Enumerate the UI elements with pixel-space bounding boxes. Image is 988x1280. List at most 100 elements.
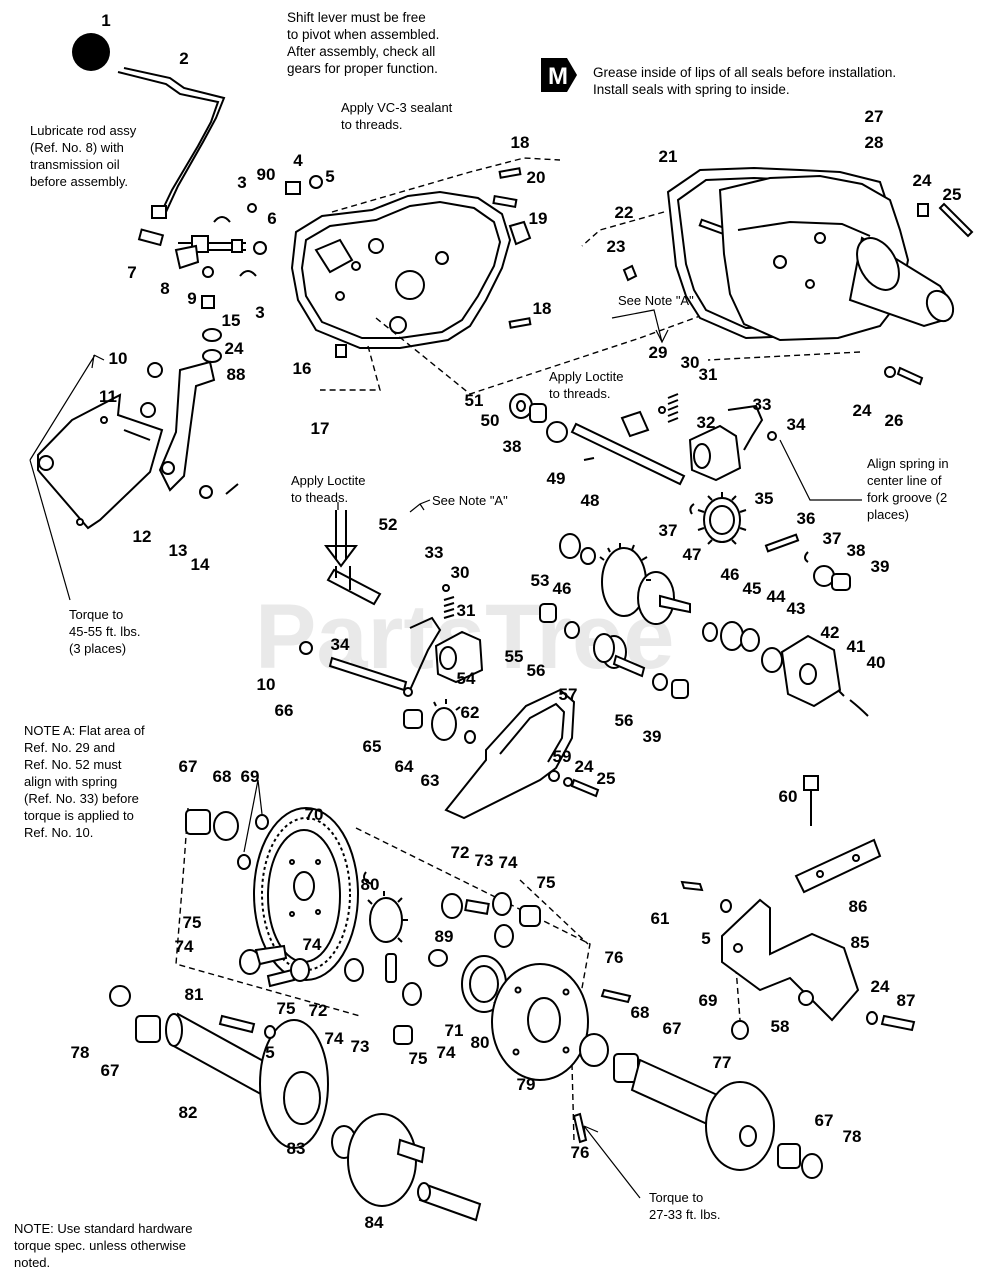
callout-16: 16: [293, 359, 312, 378]
callout-33: 33: [753, 395, 772, 414]
callout-24: 24: [871, 977, 890, 996]
linkage-rod-assembly: [137, 228, 246, 270]
callout-36: 36: [797, 509, 816, 528]
callout-29: 29: [649, 343, 668, 362]
differential-cover-79: [491, 963, 632, 1144]
callout-9: 9: [187, 289, 196, 308]
shaft-52: [324, 510, 382, 606]
callout-87: 87: [897, 991, 916, 1010]
callout-41: 41: [847, 637, 866, 656]
callout-74: 74: [325, 1029, 344, 1048]
shift-fork-32: [688, 424, 742, 482]
callout-24: 24: [225, 339, 244, 358]
callout-46: 46: [721, 565, 740, 584]
callout-51: 51: [465, 391, 484, 410]
torque-note-leader-45: [29, 354, 105, 601]
callout-82: 82: [179, 1103, 198, 1122]
callout-68: 68: [631, 1003, 650, 1022]
callout-32: 32: [697, 413, 716, 432]
callout-78: 78: [71, 1043, 90, 1062]
callout-15: 15: [222, 311, 241, 330]
callout-74: 74: [175, 937, 194, 956]
callout-43: 43: [787, 599, 806, 618]
callout-86: 86: [849, 897, 868, 916]
callout-37: 37: [823, 529, 842, 548]
callout-37: 37: [659, 521, 678, 540]
callout-45: 45: [743, 579, 762, 598]
callout-89: 89: [435, 927, 454, 946]
case-pins-and-plugs: [335, 167, 532, 358]
callout-18: 18: [511, 133, 530, 152]
bracket-plate: [37, 393, 164, 530]
callout-73: 73: [351, 1037, 370, 1056]
torque-27-33-note: Torque to 27-33 ft. lbs.: [649, 1190, 721, 1222]
callout-30: 30: [451, 563, 470, 582]
callout-46: 46: [553, 579, 572, 598]
callout-7: 7: [127, 263, 136, 282]
callout-44: 44: [767, 587, 786, 606]
callout-75: 75: [537, 873, 556, 892]
fork-spring-33: [727, 404, 777, 451]
callout-79: 79: [517, 1075, 536, 1094]
callout-34: 34: [331, 635, 350, 654]
callout-90: 90: [257, 165, 276, 184]
m-badge-letter: M: [548, 63, 568, 90]
callout-10: 10: [109, 349, 128, 368]
shift-lever-note: Shift lever must be free to pivot when a…: [287, 10, 440, 76]
callout-74: 74: [499, 853, 518, 872]
callout-18: 18: [533, 299, 552, 318]
callout-75: 75: [277, 999, 296, 1018]
callout-56: 56: [615, 711, 634, 730]
shaft-seals-and-bearings: [509, 393, 595, 461]
callout-25: 25: [943, 185, 962, 204]
callout-42: 42: [821, 623, 840, 642]
axle-82-assembly: [109, 985, 357, 1159]
callout-71: 71: [445, 1021, 464, 1040]
callout-74: 74: [437, 1043, 456, 1062]
callout-21: 21: [659, 147, 678, 166]
shaft-36: [764, 533, 851, 591]
callout-73: 73: [475, 851, 494, 870]
callout-39: 39: [643, 727, 662, 746]
callout-25: 25: [597, 769, 616, 788]
mounting-bracket-85-86: [680, 775, 916, 1040]
shift-arm: [140, 360, 239, 499]
callout-24: 24: [575, 757, 594, 776]
fork-spring-detent-group: [409, 584, 484, 691]
callout-34: 34: [787, 415, 806, 434]
callout-67: 67: [663, 1019, 682, 1038]
callout-56: 56: [527, 661, 546, 680]
see-note-a-label-1: See Note "A": [618, 293, 694, 308]
callout-17: 17: [311, 419, 330, 438]
callout-67: 67: [179, 757, 198, 776]
left-case-half: [290, 190, 512, 349]
countershaft-47: [559, 533, 691, 625]
callout-78: 78: [843, 1127, 862, 1146]
callout-24: 24: [913, 171, 932, 190]
callout-10: 10: [257, 675, 276, 694]
callout-72: 72: [451, 843, 470, 862]
callout-61: 61: [651, 909, 670, 928]
callout-55: 55: [505, 647, 524, 666]
callout-50: 50: [481, 411, 500, 430]
callout-19: 19: [529, 209, 548, 228]
callout-30: 30: [681, 353, 700, 372]
callout-59: 59: [553, 747, 572, 766]
callout-69: 69: [241, 767, 260, 786]
callout-83: 83: [287, 1139, 306, 1158]
callout-14: 14: [191, 555, 210, 574]
callout-11: 11: [99, 387, 117, 406]
callout-85: 85: [851, 933, 870, 952]
spider-gears-cluster: [239, 871, 541, 1045]
callout-62: 62: [461, 703, 480, 722]
callout-24: 24: [853, 401, 872, 420]
footer-hardware-note: NOTE: Use standard hardware torque spec.…: [14, 1221, 193, 1270]
callout-68: 68: [213, 767, 232, 786]
bearing-and-washers-67-69: [185, 779, 269, 870]
callout-5: 5: [325, 167, 334, 186]
callout-26: 26: [885, 411, 904, 430]
callout-3: 3: [237, 173, 246, 192]
callout-66: 66: [275, 701, 294, 720]
shift-lever-knob: [72, 33, 110, 71]
